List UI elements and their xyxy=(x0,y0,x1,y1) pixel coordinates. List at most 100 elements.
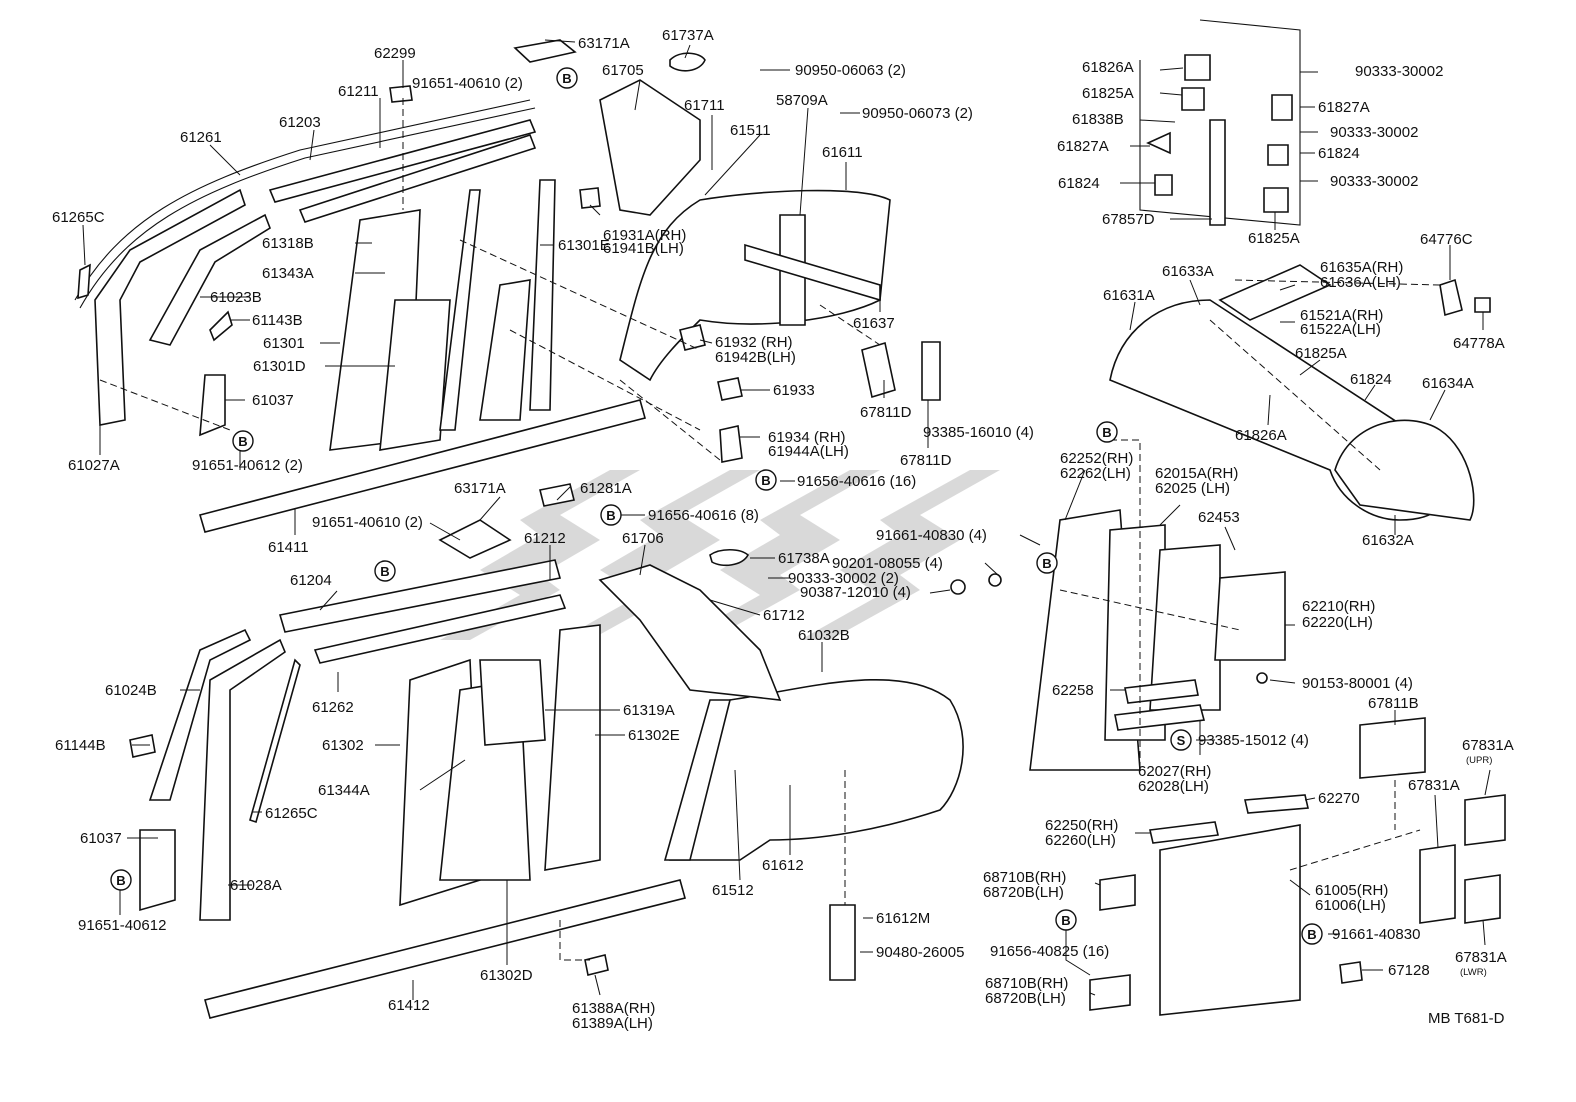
part-label: (UPR) xyxy=(1466,755,1492,766)
part-label: 68710B(RH) xyxy=(985,975,1068,992)
svg-text:B: B xyxy=(1042,556,1051,571)
part-label: 61934 (RH) xyxy=(768,429,846,446)
part-label: 61265C xyxy=(265,805,318,822)
part-label: 61024B xyxy=(105,682,157,699)
part-label: 61318B xyxy=(262,235,314,252)
part-label: 90480-26005 xyxy=(876,944,964,961)
part-label: 67831A xyxy=(1455,949,1507,966)
svg-text:B: B xyxy=(1102,425,1111,440)
part-label: 91656-40616 (16) xyxy=(797,473,916,490)
part-label: 91651-40610 (2) xyxy=(312,514,423,531)
part-label: 68710B(RH) xyxy=(983,869,1066,886)
svg-text:B: B xyxy=(116,873,125,888)
part-label: 58709A xyxy=(776,92,828,109)
part-label: 90333-30002 xyxy=(1355,63,1443,80)
part-label: 61824 xyxy=(1350,371,1392,388)
part-label: 61023B xyxy=(210,289,262,306)
part-label: 90950-06073 (2) xyxy=(862,105,973,122)
part-label: 61302E xyxy=(628,727,680,744)
part-label: 61211 xyxy=(338,83,379,100)
b-badge: B xyxy=(556,67,578,89)
svg-text:B: B xyxy=(238,434,247,449)
b-badge: B xyxy=(600,504,622,526)
part-label: 62220(LH) xyxy=(1302,614,1373,631)
part-label: 61203 xyxy=(279,114,321,131)
part-label: 67128 xyxy=(1388,962,1430,979)
part-label: 91661-40830 (4) xyxy=(876,527,987,544)
part-label: 61411 xyxy=(268,539,309,556)
part-label: 61705 xyxy=(602,62,644,79)
part-label: 61412 xyxy=(388,997,430,1014)
part-label: 61301D xyxy=(253,358,306,375)
part-label: 61932 (RH) xyxy=(715,334,793,351)
part-label: 61826A xyxy=(1082,59,1134,76)
part-label: 62258 xyxy=(1052,682,1094,699)
part-label: 61028A xyxy=(230,877,282,894)
part-label: 61143B xyxy=(252,312,303,329)
part-label: 61636A(LH) xyxy=(1320,274,1401,291)
part-label: 67811B xyxy=(1368,695,1419,712)
part-label: 61302 xyxy=(322,737,364,754)
part-label: 61032B xyxy=(798,627,850,644)
part-label: 61522A(LH) xyxy=(1300,321,1381,338)
part-labels: 61737A 63171A 62299 91651-40610 (2) 6170… xyxy=(52,27,1514,1032)
part-label: 61302D xyxy=(480,967,533,984)
part-label: 63171A xyxy=(454,480,506,497)
part-label: 61006(LH) xyxy=(1315,897,1386,914)
part-label: 61827A xyxy=(1318,99,1370,116)
part-label: 62262(LH) xyxy=(1060,465,1131,482)
part-label: 62250(RH) xyxy=(1045,817,1118,834)
part-label: 61824 xyxy=(1318,145,1360,162)
part-label: 62025 (LH) xyxy=(1155,480,1230,497)
part-label: 61712 xyxy=(763,607,805,624)
part-label: 93385-16010 (4) xyxy=(923,424,1034,441)
s-badge: S xyxy=(1170,729,1192,751)
part-label: 61634A xyxy=(1422,375,1474,392)
part-label: 61825A xyxy=(1082,85,1134,102)
part-label: 90333-30002 xyxy=(1330,124,1418,141)
part-label: 61633A xyxy=(1162,263,1214,280)
b-badge: B xyxy=(374,560,396,582)
part-label: 90387-12010 (4) xyxy=(800,584,911,601)
part-label: 67811D xyxy=(860,404,912,421)
svg-text:B: B xyxy=(1061,913,1070,928)
part-label: 61344A xyxy=(318,782,370,799)
part-label: 91651-40612 xyxy=(78,917,166,934)
svg-text:B: B xyxy=(1307,927,1316,942)
part-label: 62270 xyxy=(1318,790,1360,807)
part-label: 61838B xyxy=(1072,111,1124,128)
part-label: 90201-08055 (4) xyxy=(832,555,943,572)
part-label: 61942B(LH) xyxy=(715,349,796,366)
part-label: 61827A xyxy=(1057,138,1109,155)
part-label: 61301 xyxy=(263,335,305,352)
part-label: 61281A xyxy=(580,480,632,497)
part-label: 62210(RH) xyxy=(1302,598,1375,615)
b-badge: B xyxy=(1096,421,1118,443)
part-label: 62027(RH) xyxy=(1138,763,1211,780)
part-label: 61738A xyxy=(778,550,830,567)
part-label: 62028(LH) xyxy=(1138,778,1209,795)
part-label: 90950-06063 (2) xyxy=(795,62,906,79)
part-label: 62252(RH) xyxy=(1060,450,1133,467)
part-label: 61005(RH) xyxy=(1315,882,1388,899)
svg-text:B: B xyxy=(380,564,389,579)
part-label: 61737A xyxy=(662,27,714,44)
svg-text:B: B xyxy=(761,473,770,488)
part-label: 91651-40612 (2) xyxy=(192,457,303,474)
part-label: 61144B xyxy=(55,737,106,754)
part-label: 61706 xyxy=(622,530,664,547)
part-label: 68720B(LH) xyxy=(985,990,1066,1007)
badges: B B B B B B B B B B S xyxy=(110,67,1323,945)
part-label: 61204 xyxy=(290,572,332,589)
part-label: 61521A(RH) xyxy=(1300,307,1383,324)
part-label: 61027A xyxy=(68,457,120,474)
part-label: 61631A xyxy=(1103,287,1155,304)
svg-text:S: S xyxy=(1177,733,1186,748)
dashed-reference-lines xyxy=(99,98,1441,961)
part-label: 61389A(LH) xyxy=(572,1015,653,1032)
part-label: 61511 xyxy=(730,122,771,139)
part-label: 61512 xyxy=(712,882,754,899)
part-label: 62015A(RH) xyxy=(1155,465,1238,482)
part-label: 61944A(LH) xyxy=(768,443,849,460)
